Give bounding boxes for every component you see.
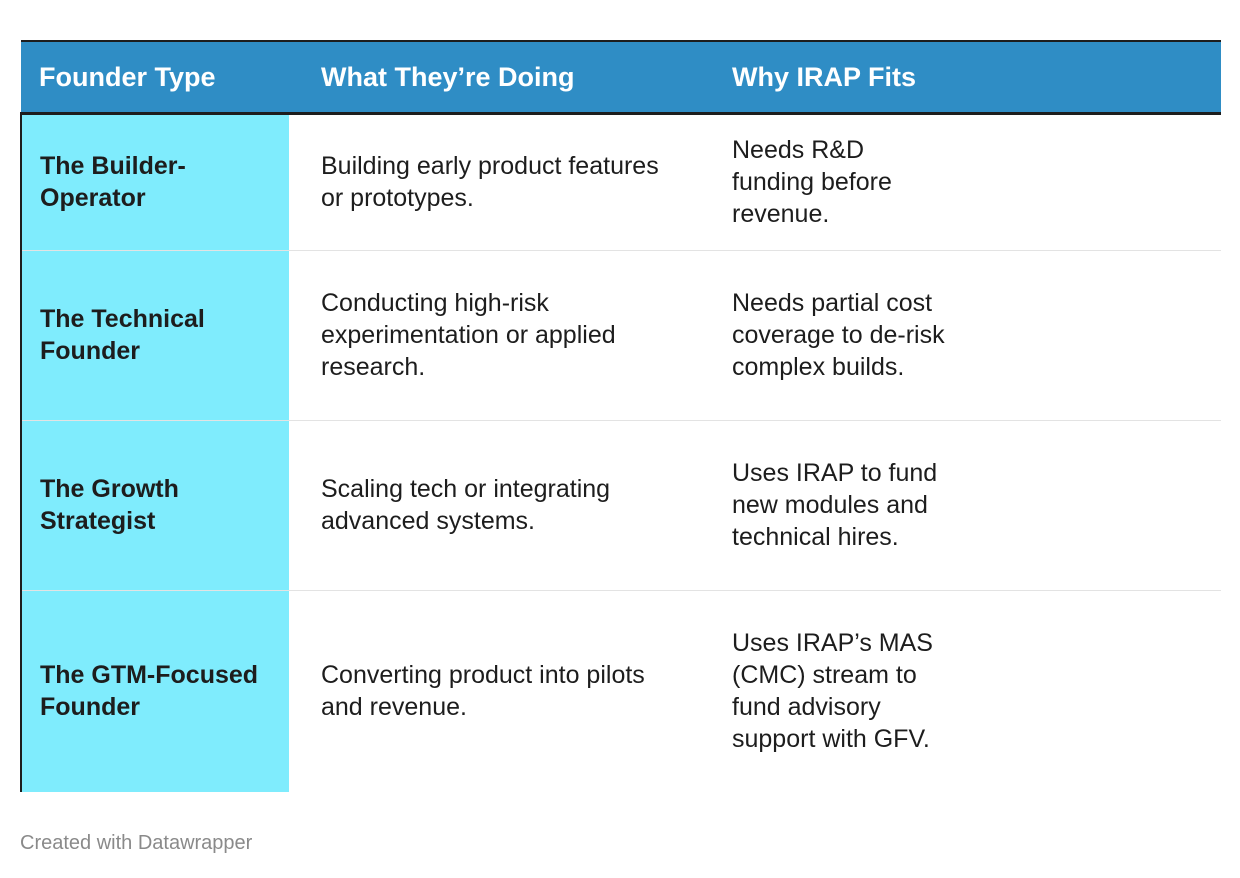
why-irap-fits-cell: Uses IRAP’s MAS (CMC) stream to fund adv… [700, 590, 1221, 792]
why-irap-fits-text: Uses IRAP to fund new modules and techni… [732, 459, 938, 551]
column-header-why-irap-fits[interactable]: Why IRAP Fits [700, 40, 1221, 115]
founder-irap-table: Founder Type What They’re Doing Why IRAP… [20, 40, 1221, 792]
founder-type-cell: The Growth Strategist [20, 420, 289, 591]
column-header-what-theyre-doing[interactable]: What They’re Doing [289, 40, 700, 115]
table-row: The Builder-Operator Building early prod… [20, 113, 1221, 251]
founder-type-cell: The Technical Founder [20, 250, 289, 421]
table-row: The Technical Founder Conducting high-ri… [20, 250, 1221, 421]
table-header: Founder Type What They’re Doing Why IRAP… [21, 40, 1221, 115]
column-header-founder-type[interactable]: Founder Type [21, 40, 289, 115]
why-irap-fits-cell: Needs partial cost coverage to de-risk c… [700, 250, 1221, 421]
why-irap-fits-text: Needs R&D funding before revenue. [732, 136, 892, 228]
table-body: The Builder-Operator Building early prod… [20, 113, 1221, 792]
what-theyre-doing-cell: Converting product into pilots and reven… [321, 661, 645, 722]
datawrapper-table: Founder Type What They’re Doing Why IRAP… [20, 40, 1221, 792]
founder-type-cell: The GTM-Focused Founder [20, 590, 289, 792]
table-row: The GTM-Focused Founder Converting produ… [20, 590, 1221, 792]
why-irap-fits-cell: Needs R&D funding before revenue. [700, 113, 1221, 251]
what-theyre-doing-cell: Conducting high-risk experimentation or … [289, 250, 700, 421]
founder-type-cell: The Builder-Operator [20, 113, 289, 251]
table-row: The Growth Strategist Scaling tech or in… [20, 420, 1221, 591]
datawrapper-credit[interactable]: Created with Datawrapper [20, 832, 253, 854]
what-theyre-doing-cell: Scaling tech or integrating advanced sys… [289, 420, 700, 591]
header-row: Founder Type What They’re Doing Why IRAP… [21, 40, 1221, 115]
why-irap-fits-text: Uses IRAP’s MAS (CMC) stream to fund adv… [732, 629, 933, 754]
why-irap-fits-cell: Uses IRAP to fund new modules and techni… [700, 420, 1221, 591]
why-irap-fits-text: Needs partial cost coverage to de-risk c… [732, 289, 945, 381]
what-theyre-doing-cell: Building early product features or proto… [289, 113, 700, 251]
